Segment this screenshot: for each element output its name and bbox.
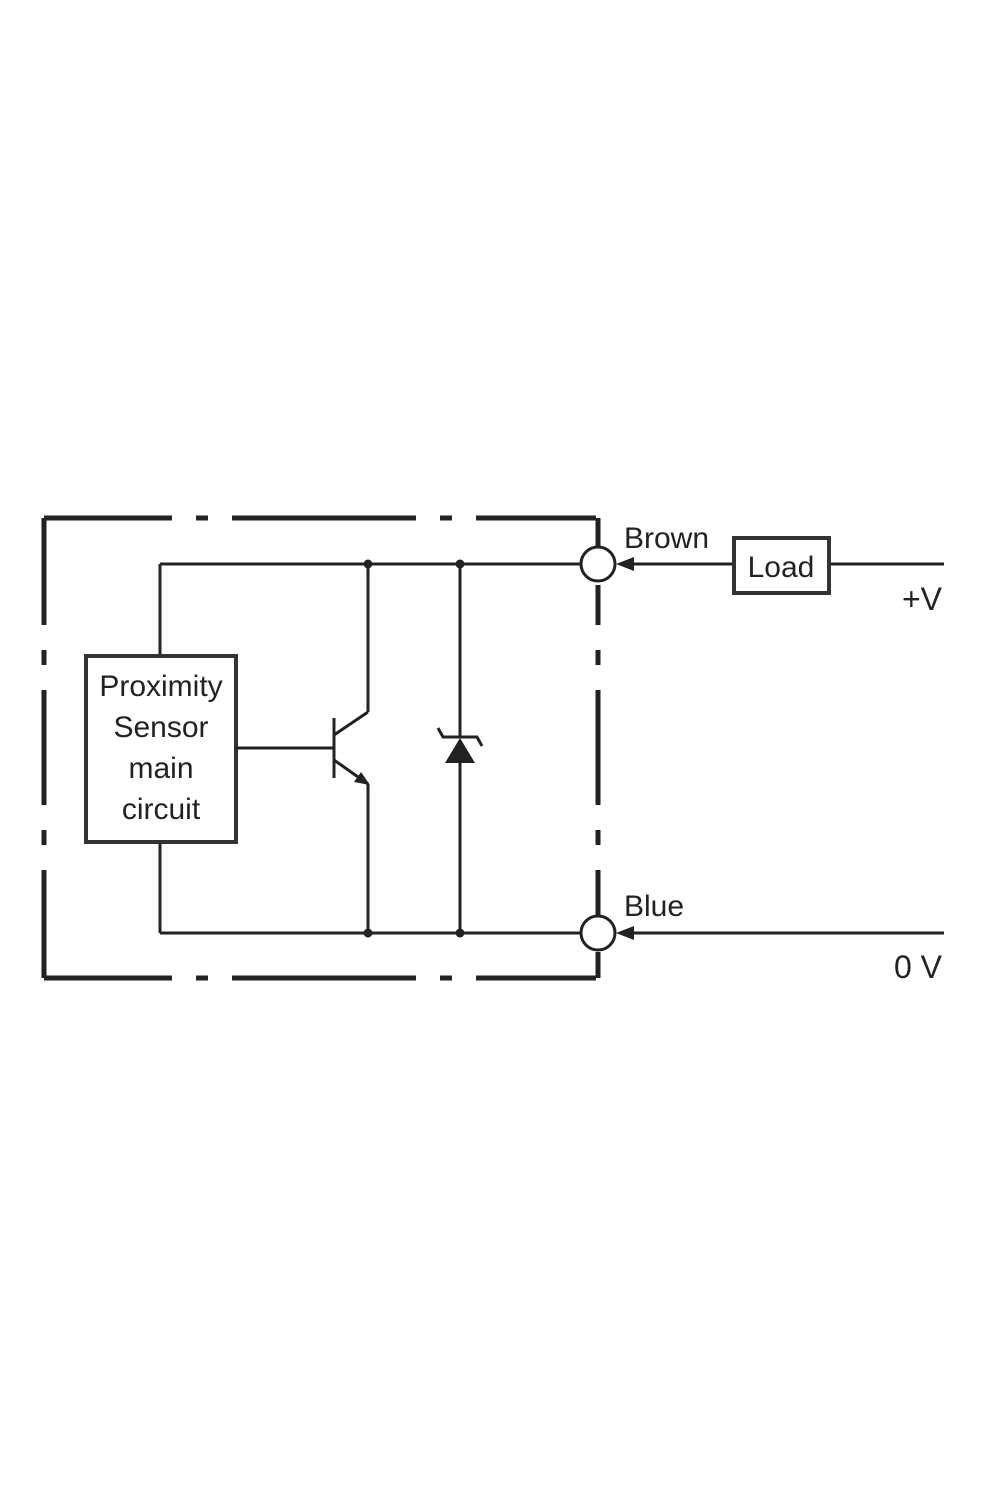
sensor-housing-outline	[41, 515, 601, 981]
npn-transistor-symbol	[236, 564, 370, 933]
blue-terminal-label: Blue	[624, 890, 684, 923]
transistor-collector	[333, 710, 369, 737]
load-block: Load	[732, 536, 831, 595]
blue-terminal	[579, 914, 617, 952]
load-label: Load	[748, 551, 815, 584]
junction-dot	[455, 559, 465, 569]
sensor-label-line-1: Proximity	[99, 670, 222, 703]
sensor-label-line-2: Sensor	[113, 711, 208, 744]
zener-bar	[436, 727, 484, 747]
zero-volt-supply-label: 0 V	[894, 949, 943, 985]
positive-supply-label: +V	[902, 581, 943, 617]
blue-wire-arrow	[616, 926, 634, 940]
junction-dot	[455, 928, 465, 938]
junction-dot	[363, 928, 373, 938]
brown-terminal	[579, 545, 617, 583]
zener-triangle	[445, 738, 475, 763]
junction-dot	[363, 559, 373, 569]
sensor-label-line-4: circuit	[122, 793, 201, 826]
brown-terminal-label: Brown	[624, 522, 709, 555]
sensor-main-circuit-block: Proximity Sensor main circuit	[84, 654, 238, 844]
sensor-label-line-3: main	[128, 752, 193, 785]
transistor-emitter-arrow	[354, 772, 370, 785]
zener-diode-symbol	[436, 564, 484, 933]
brown-wire-arrow	[616, 557, 634, 571]
